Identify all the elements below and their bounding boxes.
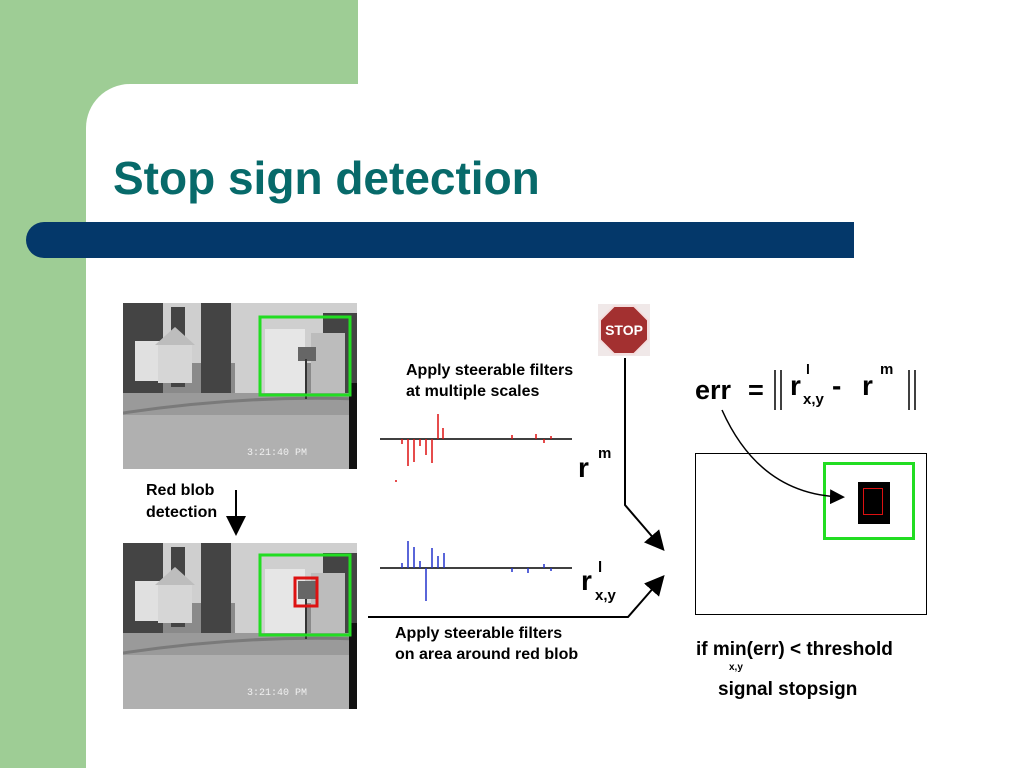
err-sup-m: m <box>880 361 894 378</box>
street-photo-top: 3:21:40 PM <box>123 303 357 469</box>
timestamp-bottom: 3:21:40 PM <box>247 688 308 699</box>
red-blob-label: Red blob detection <box>146 480 217 524</box>
filter-label-bottom-line1: Apply steerable filters <box>395 625 563 642</box>
err-sub-xy: x,y <box>803 391 824 408</box>
stop-sign-text: STOP <box>605 322 643 338</box>
filter-label-top-line1: Apply steerable filters <box>406 362 574 379</box>
timestamp-top: 3:21:40 PM <box>247 448 308 459</box>
red-blob-label-line1: Red blob <box>146 482 215 499</box>
filter-label-bottom: Apply steerable filters on area around r… <box>395 623 578 665</box>
r-m-base: r <box>578 452 589 483</box>
r-m-sup: m <box>598 445 612 462</box>
street-photo-bottom: 3:21:40 PM <box>123 543 357 709</box>
err-sup-l: l <box>806 361 810 377</box>
red-blob-label-line2: detection <box>146 504 218 521</box>
r-l-sup: l <box>598 559 603 576</box>
r-l-base: r <box>581 565 592 596</box>
slide-title: Stop sign detection <box>113 152 540 204</box>
r-l-sub: x,y <box>595 587 616 604</box>
filter-label-bottom-line2: on area around red blob <box>395 646 579 663</box>
title-bar <box>26 222 854 258</box>
filter-label-top-line2: at multiple scales <box>406 383 540 400</box>
decision-sub: x,y <box>729 662 743 673</box>
err-r-m: r <box>862 370 873 401</box>
filter-label-top: Apply steerable filters at multiple scal… <box>406 360 573 402</box>
stop-sign-icon: STOP <box>598 304 650 356</box>
err-r-l: r <box>790 370 801 401</box>
decision-line: if min(err) < threshold <box>696 639 893 660</box>
err-minus: - <box>832 370 842 401</box>
err-equals: = <box>748 375 764 405</box>
error-minimum-box <box>863 488 883 515</box>
error-search-window <box>823 462 915 540</box>
err-lhs: err <box>695 375 732 405</box>
decision-output: signal stopsign <box>718 679 858 700</box>
